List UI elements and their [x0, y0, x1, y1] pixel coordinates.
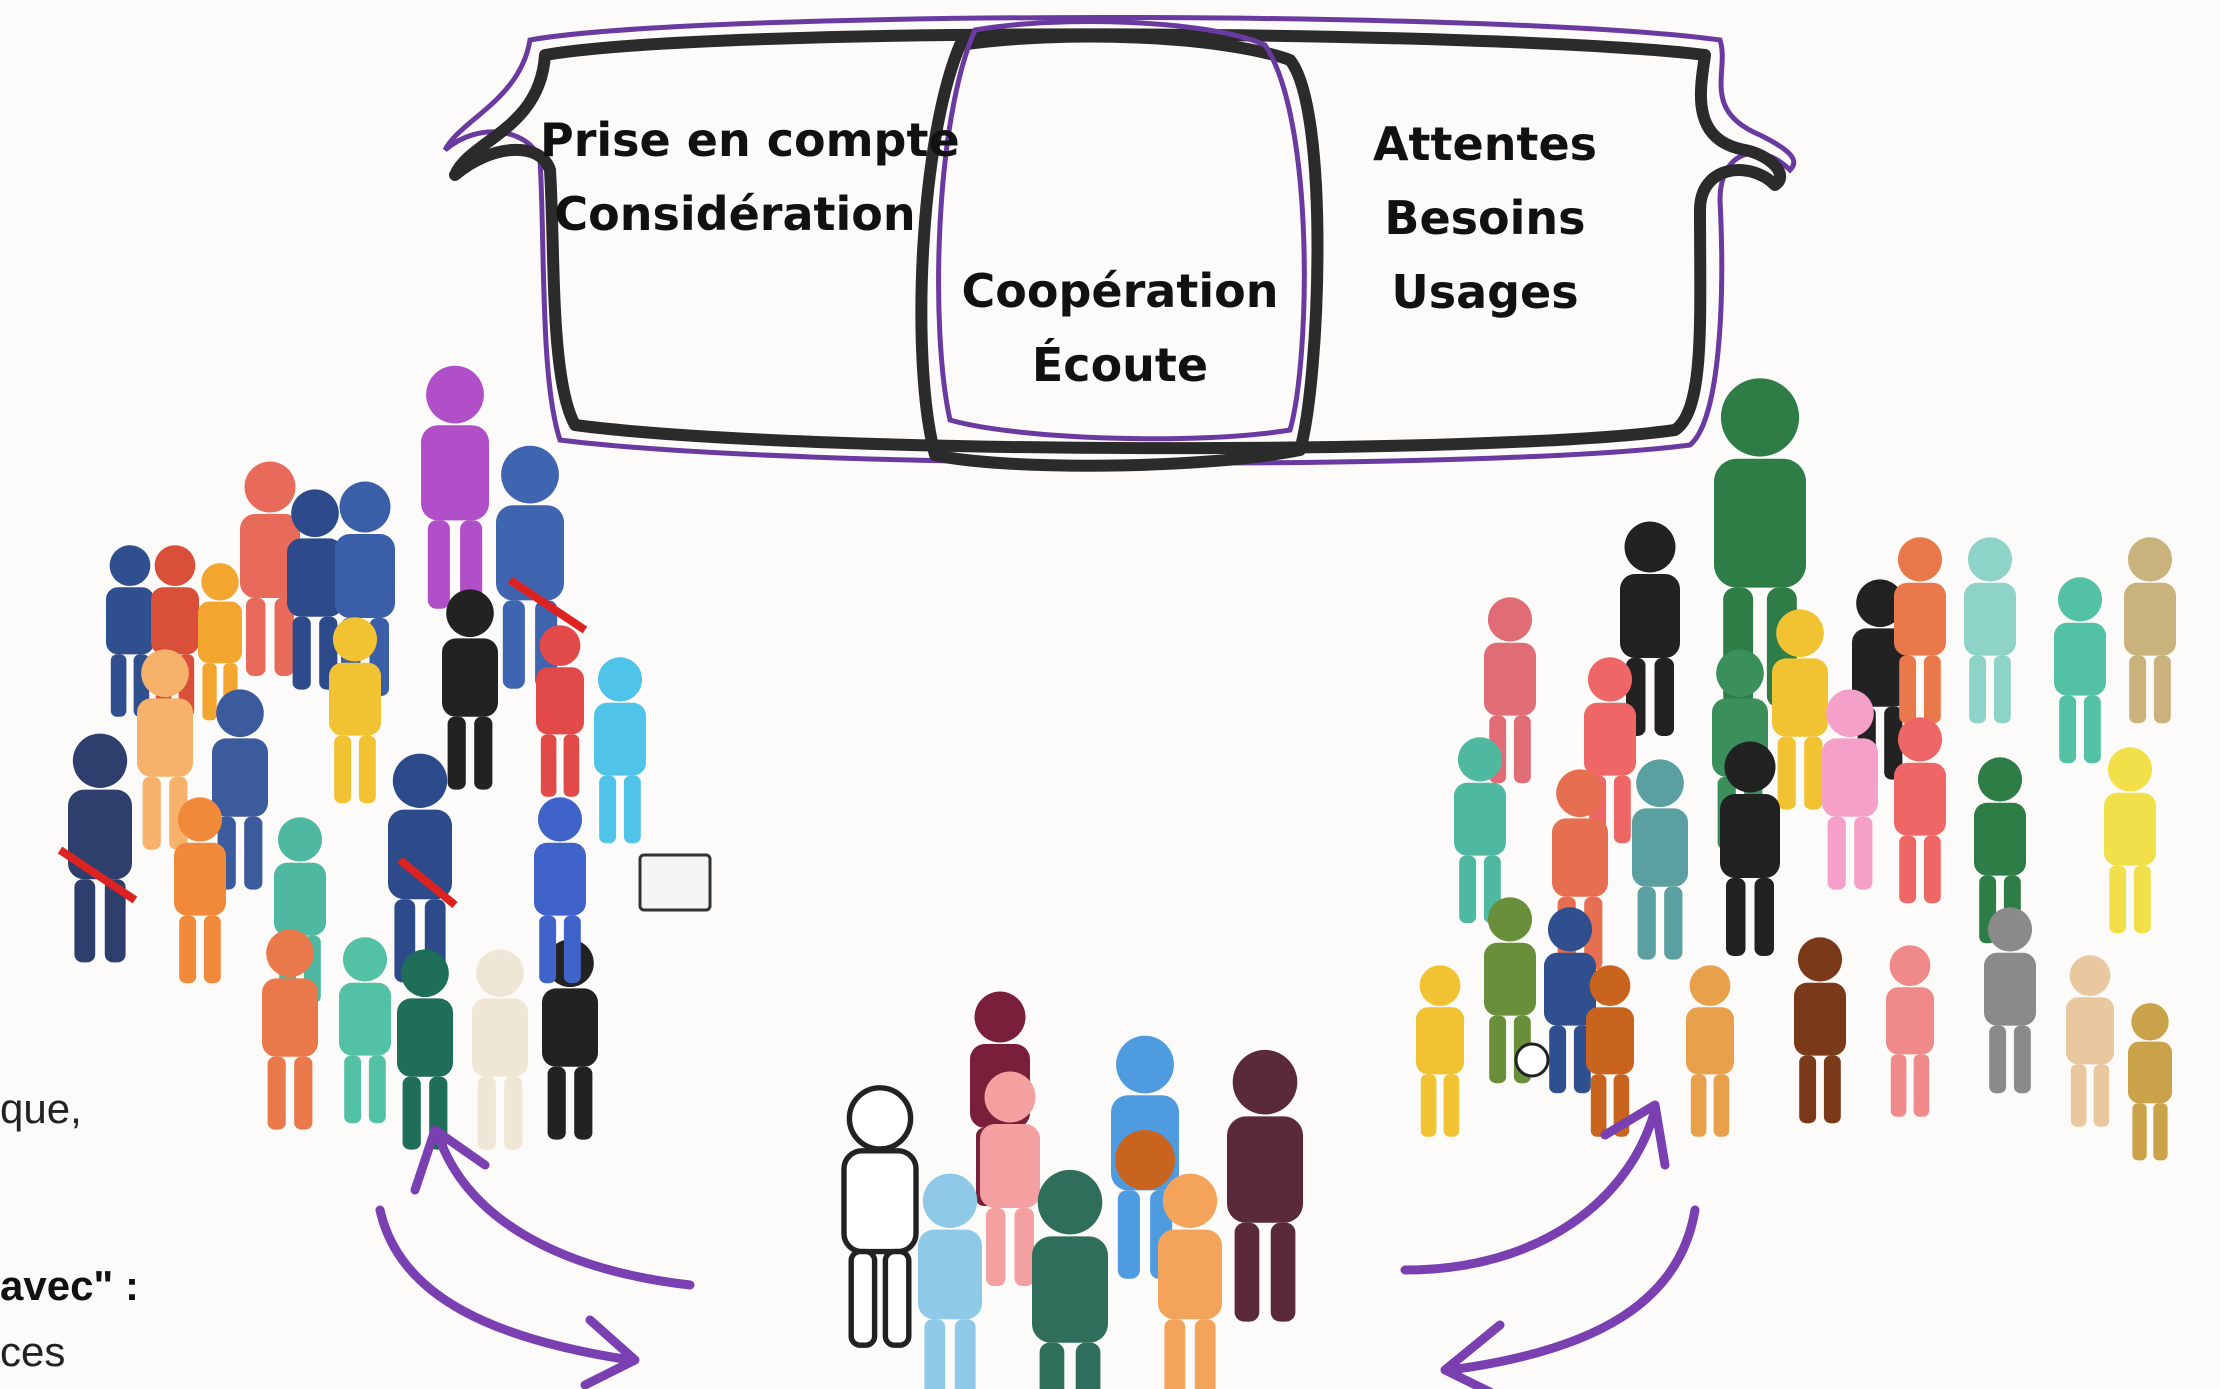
arrow-to-middle-group-left: [375, 1205, 635, 1365]
banner-middle-purple: [936, 19, 1307, 442]
side-text-line-2: avec" :: [0, 1262, 140, 1309]
banner-left-line-2: Considération: [554, 187, 916, 241]
banner-middle-black: [915, 30, 1324, 472]
banner-right-line-3: Usages: [1391, 265, 1579, 319]
banner-middle-line-2: Écoute: [1031, 338, 1209, 392]
arrow-to-middle-group-left-head: [580, 1315, 640, 1389]
arrow-to-right-group: [1400, 1105, 1660, 1275]
arrow-to-middle-group-right: [1445, 1205, 1700, 1375]
banner-right-line-2: Besoins: [1384, 191, 1586, 245]
arrow-to-right-group-head: [1600, 1100, 1670, 1170]
banner-right-line-1: Attentes: [1372, 117, 1598, 171]
crowd-elected-officials-icon: [57, 365, 712, 1150]
arrow-to-left-group-head: [410, 1125, 490, 1195]
banner-middle-line-1: Coopération: [961, 264, 1279, 318]
banner-left-text: Prise en compte Considération: [540, 103, 960, 251]
banner-left-line-1: Prise en compte: [540, 113, 960, 167]
crowd-citizens-icon: [1416, 378, 2176, 1161]
banner-middle-text: Coopération Écoute: [950, 254, 1290, 402]
banner-black-outline: [449, 28, 1787, 455]
arrow-to-middle-group-right-head: [1440, 1320, 1505, 1389]
banner-right-text: Attentes Besoins Usages: [1330, 107, 1640, 329]
crowd-teachers-icon: [844, 991, 1303, 1389]
arrow-to-left-group: [435, 1135, 695, 1290]
side-text-line-1: que,: [0, 1085, 82, 1132]
side-text-line-3: ces: [0, 1328, 66, 1375]
